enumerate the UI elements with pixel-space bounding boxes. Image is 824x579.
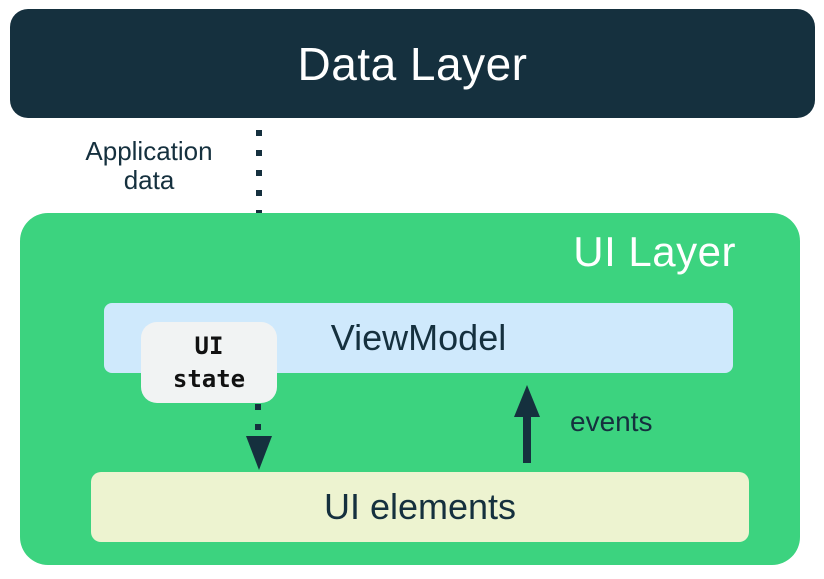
- ui-state-badge-line1: UI: [194, 331, 224, 360]
- ui-elements-label: UI elements: [323, 486, 517, 527]
- ui-state-arrowhead-icon: [246, 436, 272, 470]
- events-arrowhead-icon: [514, 385, 540, 417]
- ui-layer-label: UI Layer: [573, 228, 736, 275]
- ui-state-badge-line2: state: [172, 364, 246, 393]
- ui-elements-box: UI elements: [91, 472, 749, 542]
- application-data-arrow-dotted-line: [256, 130, 262, 262]
- application-data-label-line2: data: [123, 165, 175, 195]
- data-layer-label: Data Layer: [297, 37, 528, 90]
- ui-state-badge: UI state: [141, 322, 277, 403]
- application-data-label: Application data: [58, 137, 240, 195]
- viewmodel-label: ViewModel: [330, 317, 507, 358]
- events-arrow-shaft: [523, 415, 531, 463]
- events-label: events: [570, 406, 653, 437]
- ui-state-arrow-dotted-line: [255, 404, 261, 436]
- application-data-label-line1: Application: [85, 136, 213, 166]
- data-layer-box: Data Layer: [10, 9, 815, 118]
